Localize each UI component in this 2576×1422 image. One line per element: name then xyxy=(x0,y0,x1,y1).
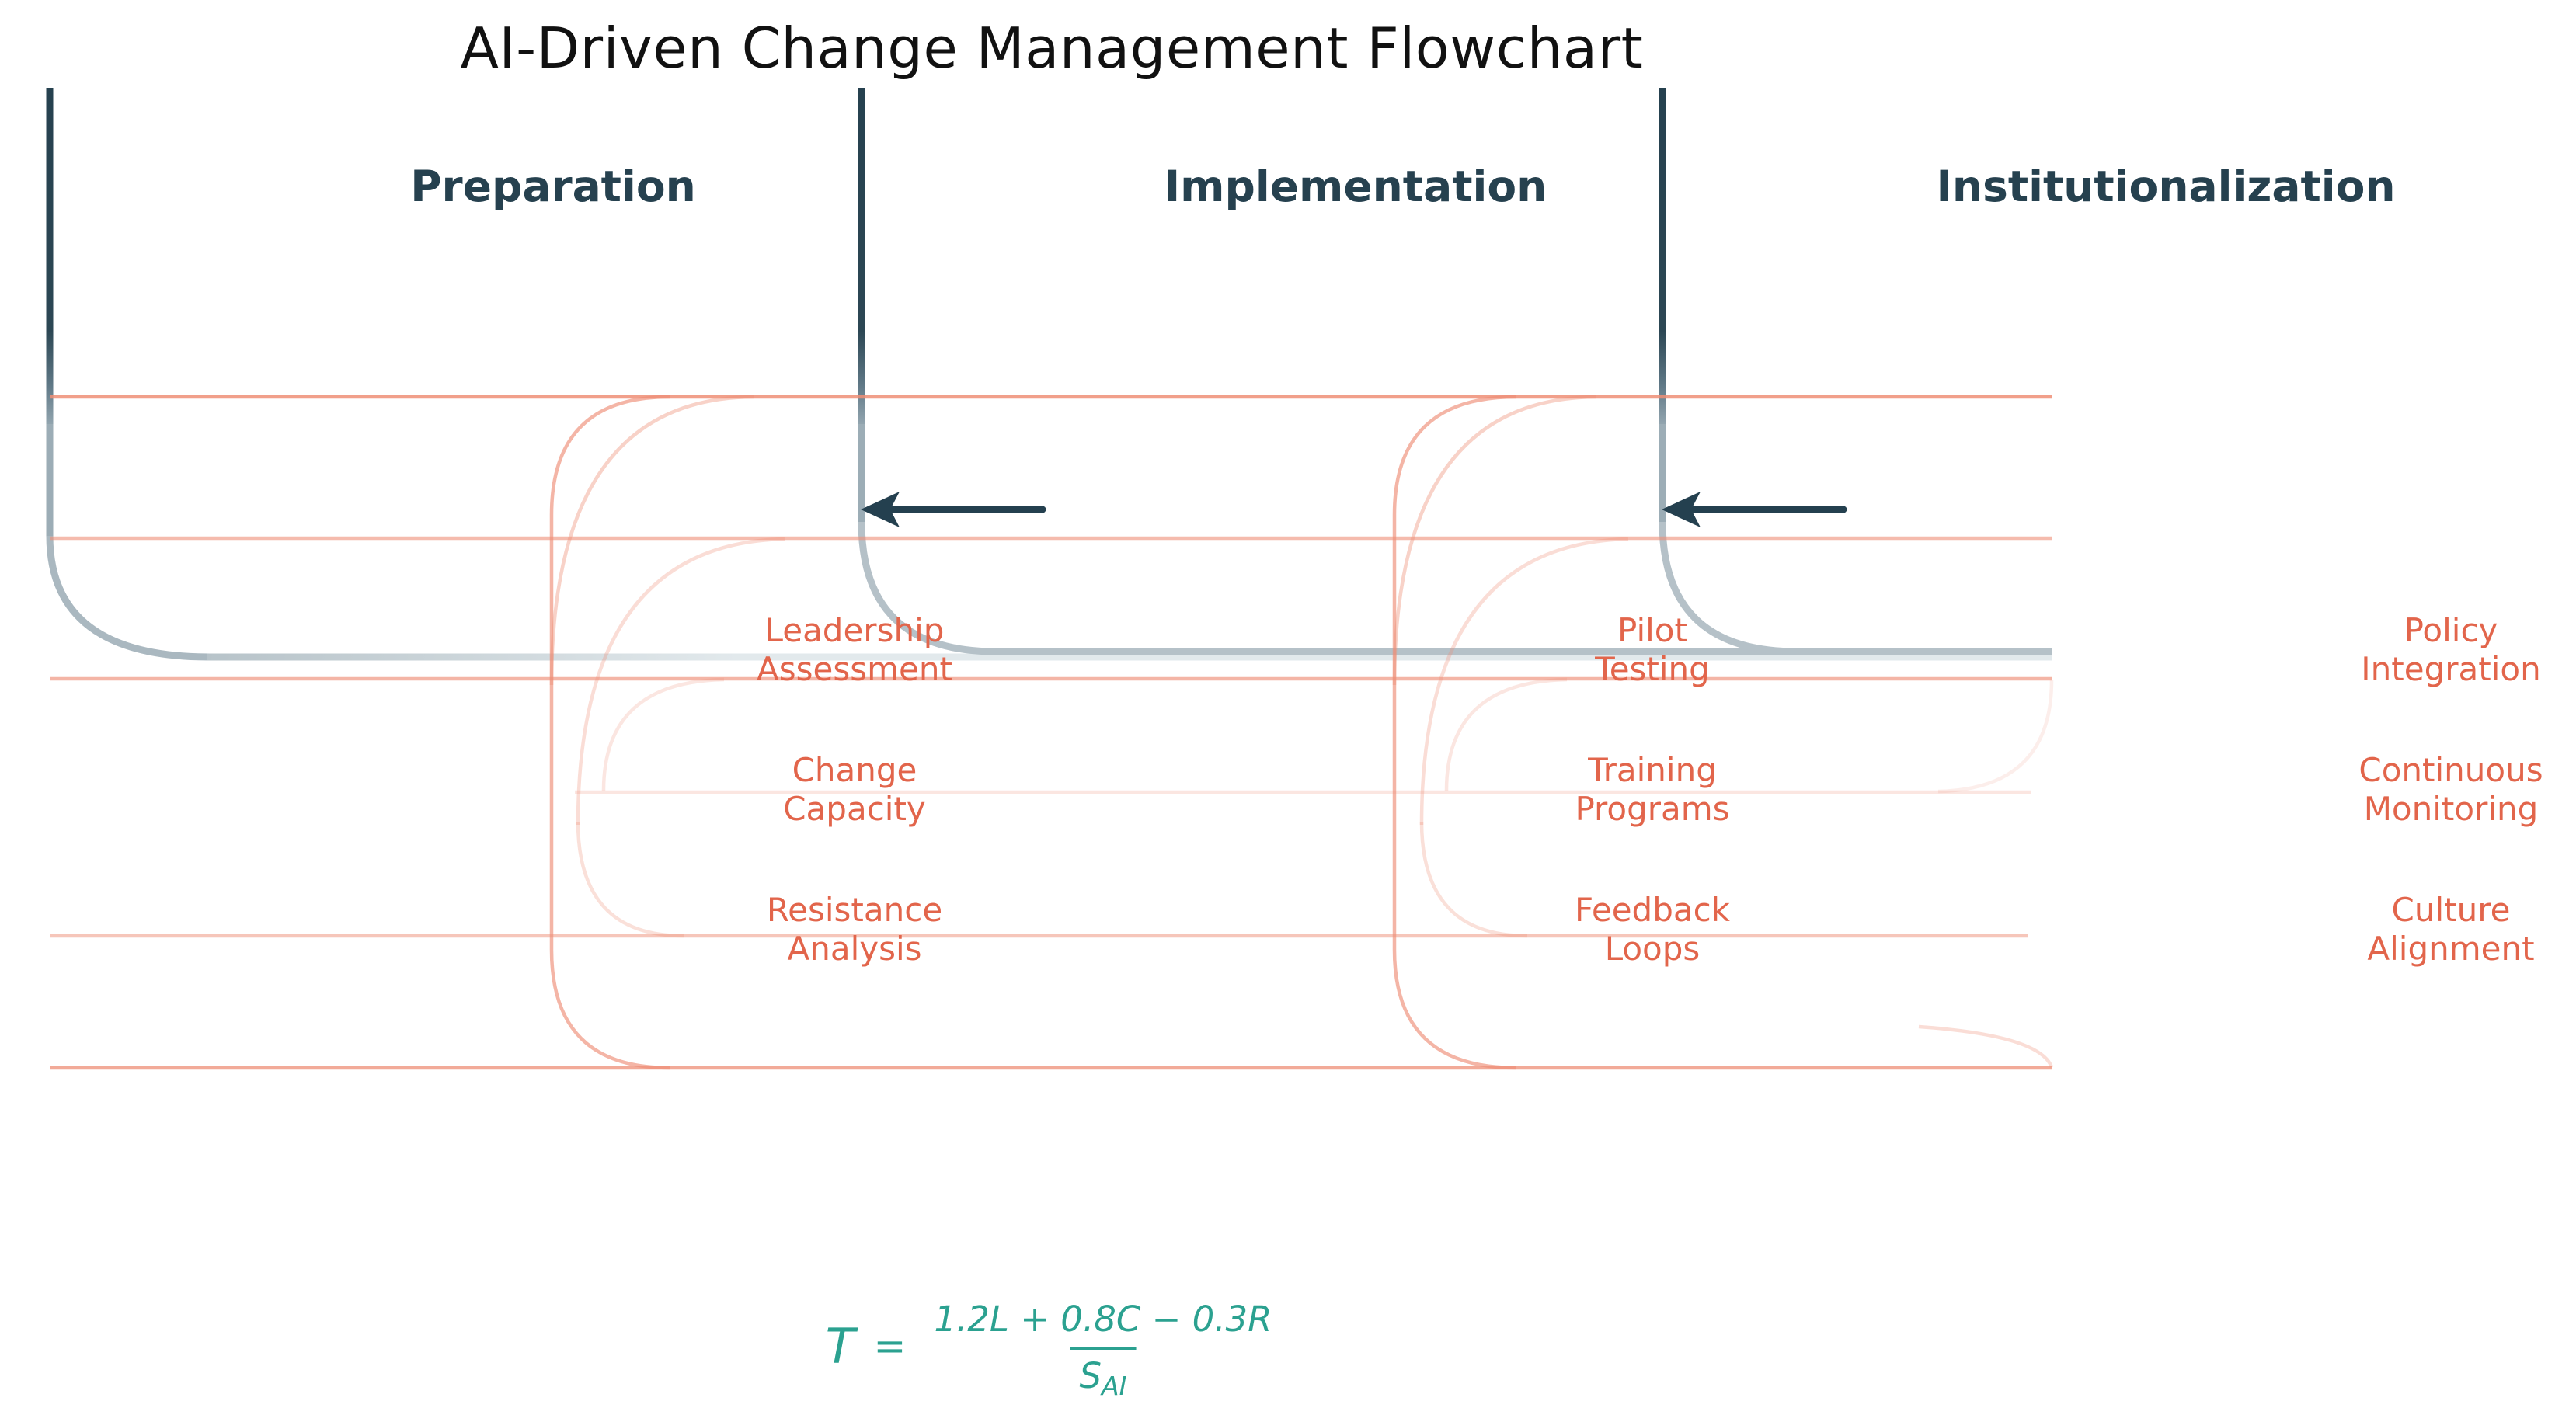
feedback-arrows xyxy=(861,492,1847,527)
formula-fraction: 1.2L + 0.8C − 0.3R SAI xyxy=(924,1299,1281,1401)
node-label-pilot-testing: Pilot Testing xyxy=(1595,611,1710,688)
trunk-bend-implementation xyxy=(858,521,2052,655)
node-label-policy-integration: Policy Integration xyxy=(2361,611,2541,688)
trunk-bend-preparation xyxy=(46,535,211,661)
node-label-culture-alignment: Culture Alignment xyxy=(2367,891,2535,968)
loop-inner-corner-implementation xyxy=(1419,821,1528,938)
node-label-change-capacity: Change Capacity xyxy=(783,751,926,828)
loop-cross-curve-preparation-1 xyxy=(549,395,754,686)
loop-cross-curve-implementation-2 xyxy=(1419,537,1629,826)
phase-header-preparation: Preparation xyxy=(410,162,696,211)
node-label-leadership-assessment: Leadership Assessment xyxy=(757,611,952,688)
formula-denominator: SAI xyxy=(1070,1347,1137,1401)
formula-denominator-subscript: AI xyxy=(1102,1371,1127,1401)
loop-cross-curve-implementation-1 xyxy=(1392,395,1597,686)
formula-denominator-base: S xyxy=(1079,1355,1102,1396)
phase-header-institutionalization: Institutionalization xyxy=(1936,162,2396,211)
arrow-head-icon xyxy=(861,492,900,527)
loop-inner-corner-preparation xyxy=(576,821,684,938)
page-title: AI-Driven Change Management Flowchart xyxy=(460,16,1644,81)
loop-merge-bottom-right xyxy=(1918,1024,2054,1068)
formula-lhs: T xyxy=(825,1317,855,1375)
loop-faint-corner-implementation xyxy=(1444,677,1568,791)
node-label-resistance-analysis: Resistance Analysis xyxy=(766,891,943,968)
arrow-head-icon xyxy=(1662,492,1701,527)
loop-faint-return-right xyxy=(1937,680,2054,794)
loop-cross-curve-preparation-2 xyxy=(576,537,785,826)
formula-equals: = xyxy=(873,1323,907,1368)
node-label-continuous-monitoring: Continuous Monitoring xyxy=(2358,751,2543,828)
trunk-bend-institutionalization xyxy=(1659,521,2052,655)
node-label-training-programs: Training Programs xyxy=(1575,751,1730,828)
loop-left-edge-preparation xyxy=(549,395,670,1070)
transformation-formula: T = 1.2L + 0.8C − 0.3R SAI xyxy=(826,1299,1282,1401)
formula-numerator: 1.2L + 0.8C − 0.3R xyxy=(934,1299,1272,1340)
loop-left-edge-implementation xyxy=(1392,395,1517,1070)
phase-header-implementation: Implementation xyxy=(1164,162,1547,211)
loop-faint-corner-preparation xyxy=(601,677,725,791)
node-label-feedback-loops: Feedback Loops xyxy=(1574,891,1731,968)
